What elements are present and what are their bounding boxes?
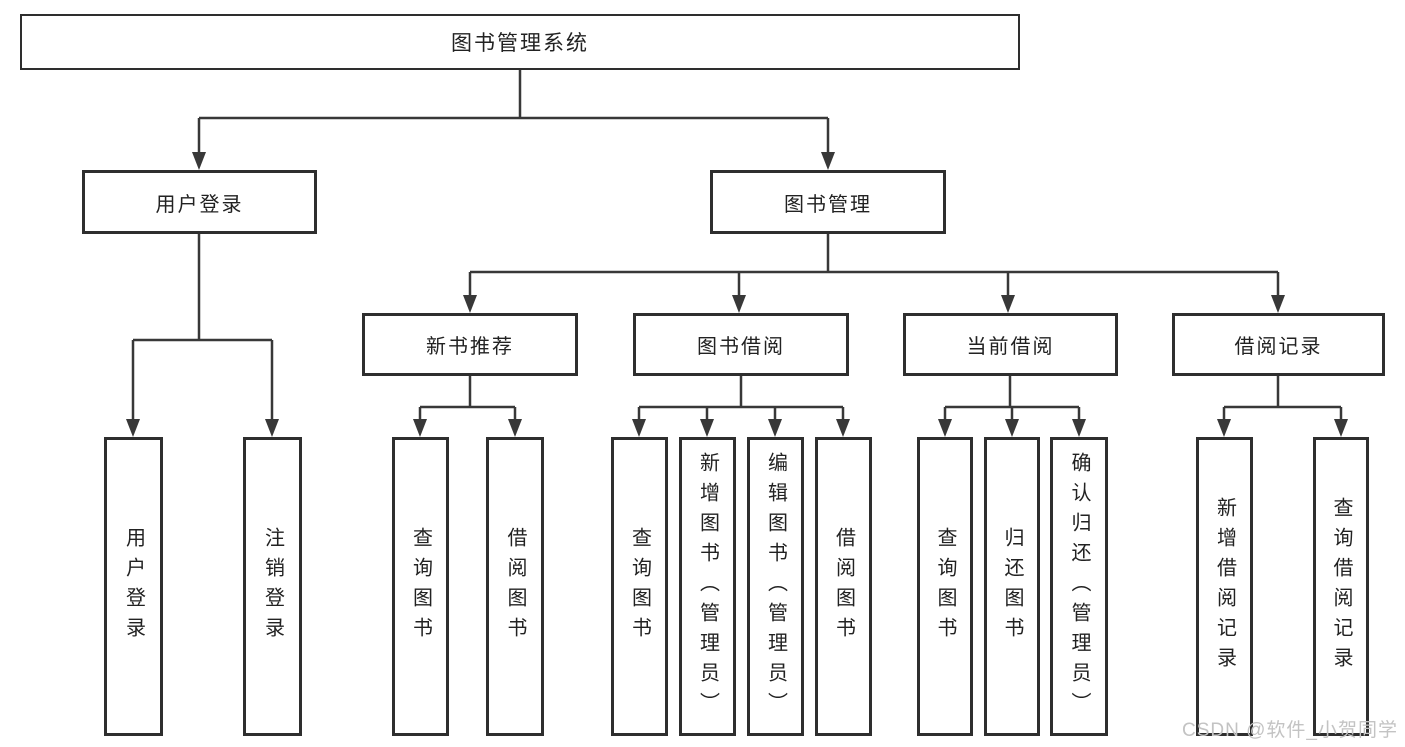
node-label: 借阅图书 xyxy=(832,526,855,647)
node-label: 查询借阅记录 xyxy=(1330,496,1352,677)
node-label: 当前借阅 xyxy=(966,336,1055,358)
leaf-add-borrow-record: 新增借阅记录 xyxy=(1196,437,1253,736)
node-borrow-record: 借阅记录 xyxy=(1172,313,1385,376)
node-label: 编辑图书（管理员） xyxy=(764,451,787,722)
node-label: 图书管理系统 xyxy=(451,32,589,55)
node-label: 查询图书 xyxy=(409,526,432,647)
node-label: 图书管理 xyxy=(784,193,872,216)
leaf-confirm-return-admin: 确认归还（管理员） xyxy=(1050,437,1108,736)
node-label: 新增借阅记录 xyxy=(1213,496,1236,677)
connector-book-borrow-branch xyxy=(632,376,850,437)
leaf-query-books-recommend: 查询图书 xyxy=(392,437,449,736)
leaf-user-login: 用户登录 xyxy=(104,437,163,736)
connector-root-to-level2 xyxy=(192,70,835,170)
leaf-add-book-admin: 新增图书（管理员） xyxy=(679,437,736,736)
leaf-borrow-book: 借阅图书 xyxy=(815,437,872,736)
connector-user-login-branch xyxy=(126,234,279,437)
node-label: 用户登录 xyxy=(155,193,244,216)
node-book-borrow: 图书借阅 xyxy=(633,313,849,376)
node-label: 查询图书 xyxy=(934,526,956,647)
node-library-management-system: 图书管理系统 xyxy=(20,14,1020,70)
node-label: 注销登录 xyxy=(261,526,284,647)
node-label: 借阅图书 xyxy=(504,526,526,647)
node-label: 归还图书 xyxy=(1001,526,1023,647)
leaf-query-books-current: 查询图书 xyxy=(917,437,973,736)
connector-book-management-branch xyxy=(463,234,1285,313)
leaf-query-books-borrow: 查询图书 xyxy=(611,437,668,736)
connector-borrow-record-branch xyxy=(1217,376,1348,437)
node-current-borrow: 当前借阅 xyxy=(903,313,1118,376)
csdn-watermark: CSDN @软件_小贺同学 xyxy=(1182,720,1398,741)
leaf-borrow-books-recommend: 借阅图书 xyxy=(486,437,544,736)
node-label: 查询图书 xyxy=(628,526,651,647)
node-label: 借阅记录 xyxy=(1234,336,1323,358)
node-label: 确认归还（管理员） xyxy=(1068,451,1090,722)
node-book-management-group: 图书管理 xyxy=(710,170,946,234)
connector-new-book-branch xyxy=(413,376,522,437)
leaf-query-borrow-record: 查询借阅记录 xyxy=(1313,437,1369,736)
node-label: 新书推荐 xyxy=(426,336,514,358)
connector-current-borrow-branch xyxy=(938,376,1086,437)
leaf-logout: 注销登录 xyxy=(243,437,302,736)
node-label: 新增图书（管理员） xyxy=(696,451,719,722)
leaf-return-book: 归还图书 xyxy=(984,437,1040,736)
node-label: 图书借阅 xyxy=(697,336,785,358)
node-label: 用户登录 xyxy=(122,526,145,647)
node-user-login-group: 用户登录 xyxy=(82,170,317,234)
leaf-edit-book-admin: 编辑图书（管理员） xyxy=(747,437,804,736)
node-new-book-recommend: 新书推荐 xyxy=(362,313,578,376)
